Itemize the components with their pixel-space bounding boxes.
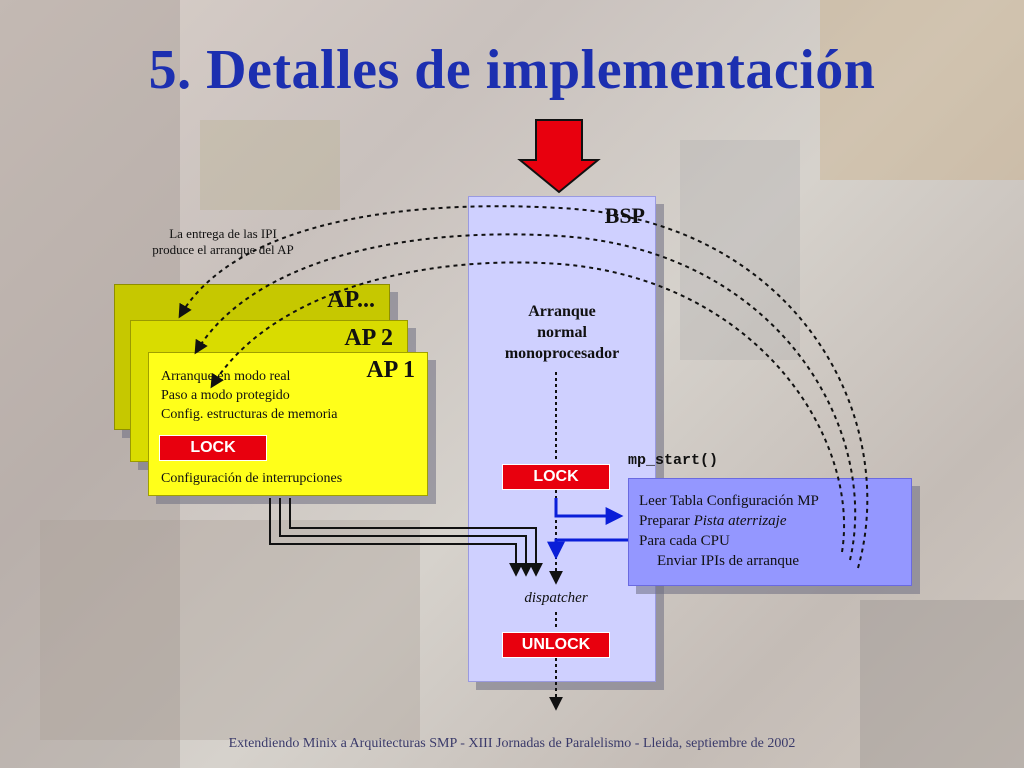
bsp-lock-tag: LOCK [502,464,610,490]
ap-lock-tag: LOCK [159,435,267,461]
ap-flow-line [269,498,523,577]
ap-step: Arranque en modo real [161,369,291,384]
bsp-panel: BSP Arranque normal monoprocesador [468,196,656,682]
ap-1-panel: AP 1 Arranque en modo real Paso a modo p… [148,352,428,496]
ipi-curve [178,205,869,569]
ipi-note: La entrega de las IPI produce el arranqu… [118,226,328,258]
mp-start-panel: Leer Tabla Configuración MP Preparar Pis… [628,478,912,586]
ap-1-steps: Arranque en modo real Paso a modo proteg… [161,367,338,424]
slide-footer: Extendiendo Minix a Arquitecturas SMP - … [228,736,796,751]
ap-flow-line [289,498,543,577]
entry-arrow-icon [517,119,601,194]
bsp-text-line: normal [537,324,587,341]
return-arrow [547,538,628,560]
ap-interrupts-step: Configuración de interrupciones [161,471,343,486]
ap-step: Config. estructuras de memoria [161,407,338,422]
bsp-text-line: monoprocesador [504,345,620,362]
mp-step: Enviar IPIs de arranque [657,553,800,569]
mp-start-steps: Leer Tabla Configuración MP Preparar Pis… [639,491,819,571]
ap-flow-line [279,498,533,577]
call-arrow [554,498,624,525]
ipi-curve [194,233,857,561]
mp-step-text: Preparar [639,513,694,529]
mp-step-italic: Pista aterrizaje [693,513,787,529]
bsp-text-line: Arranque [528,303,596,320]
ap-1-label: AP 1 [366,357,415,383]
ipi-curve [210,261,846,553]
slide-title: 5. Detalles de implementación [148,39,876,101]
ap-2-label: AP 2 [344,325,393,351]
bsp-description: Arranque normal monoprocesador [469,301,655,364]
dispatcher-label: dispatcher [524,590,588,606]
ipi-note-line: produce el arranque del AP [152,242,294,257]
mp-step: Para cada CPU [639,533,730,549]
mp-step: Leer Tabla Configuración MP [639,493,819,509]
mp-start-call: mp_start() [628,452,719,469]
ipi-note-line: La entrega de las IPI [169,226,277,241]
ap-back-label: AP... [327,287,375,313]
ap-step: Paso a modo protegido [161,388,290,403]
bsp-unlock-tag: UNLOCK [502,632,610,658]
mp-step: Preparar Pista aterrizaje [639,511,819,531]
